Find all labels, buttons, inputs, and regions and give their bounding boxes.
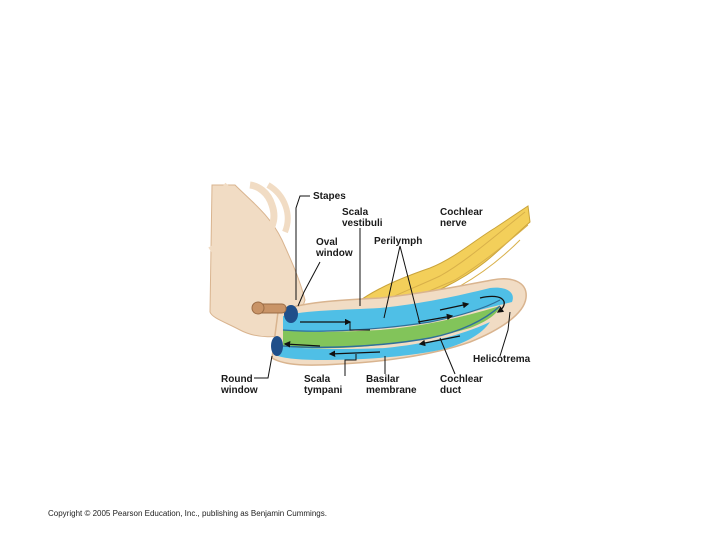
label-scala-vestibuli: Scala vestibuli (342, 207, 383, 229)
cochlear-duct-region (283, 306, 500, 349)
label-cochlear-duct: Cochlear duct (440, 374, 486, 396)
vestibular-membrane-line (282, 299, 501, 332)
label-oval-window: Oval window (315, 237, 353, 259)
label-helicotrema: Helicotrema (473, 354, 531, 365)
leader-lines (254, 195, 511, 379)
label-perilymph: Perilymph (374, 236, 422, 247)
label-stapes: Stapes (313, 191, 346, 202)
flow-arrows (283, 295, 505, 358)
label-cochlear-nerve: Cochlear nerve (440, 207, 486, 229)
scala-tympani-region (278, 322, 490, 360)
scala-vestibuli-region (283, 287, 513, 333)
copyright-notice: Copyright © 2005 Pearson Education, Inc.… (48, 509, 327, 518)
oval-window-shape (284, 305, 298, 323)
bony-labyrinth (208, 181, 306, 338)
label-round-window: Round window (220, 374, 258, 396)
round-window-shape (271, 336, 283, 356)
basilar-membrane-line (282, 305, 501, 349)
label-basilar-membrane: Basilar membrane (366, 374, 417, 396)
label-scala-tympani: Scala tympani (304, 374, 343, 396)
stapes-shape (251, 301, 287, 315)
